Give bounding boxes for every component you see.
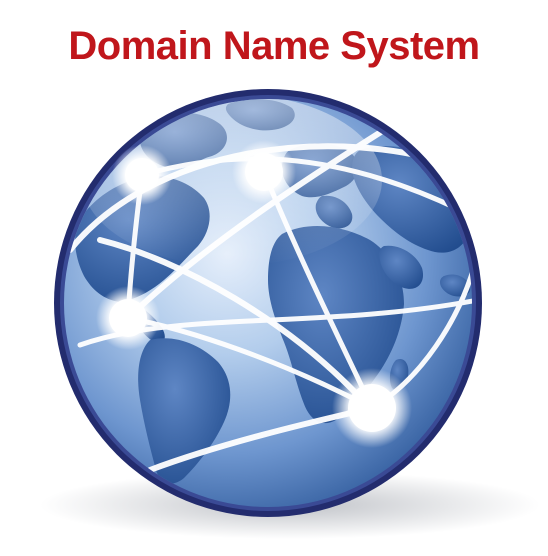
globe-gloss: [82, 99, 382, 266]
network-nodes: [96, 140, 412, 448]
page-title: Domain Name System: [68, 24, 480, 68]
